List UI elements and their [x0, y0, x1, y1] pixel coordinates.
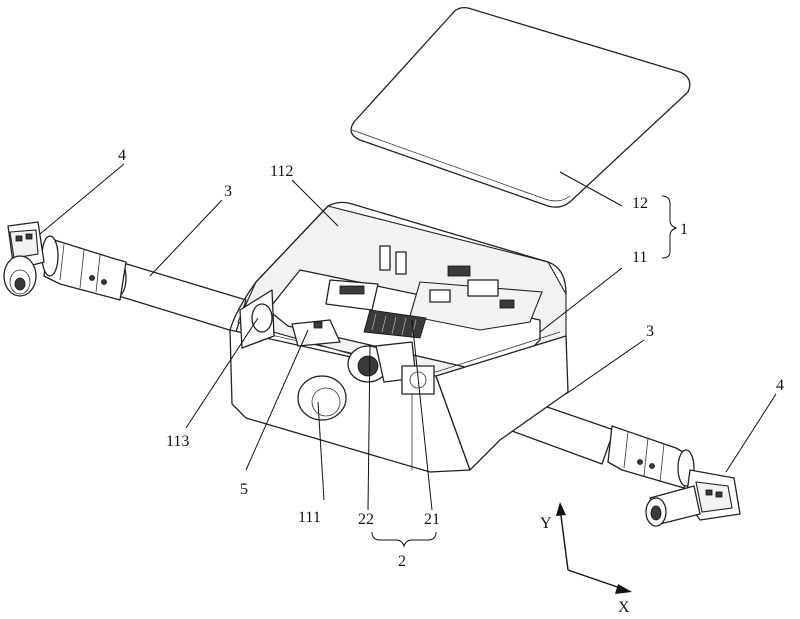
axis-label-x: X [618, 599, 630, 616]
left-clamp [42, 236, 126, 300]
label-113: 113 [166, 433, 189, 450]
label-1: 1 [680, 221, 688, 238]
coordinate-axes: Y X [540, 502, 632, 616]
right-clamp [608, 426, 694, 488]
label-2: 2 [398, 553, 406, 570]
x-arrowhead [615, 584, 632, 594]
label-3-right: 3 [646, 323, 654, 340]
label-112: 112 [270, 163, 293, 180]
left-camera [4, 222, 44, 296]
label-4-left: 4 [118, 147, 126, 164]
y-arrowhead [556, 502, 566, 516]
left-arm-tube [110, 260, 246, 332]
label-4-right: 4 [776, 377, 784, 394]
axis-label-y: Y [540, 515, 552, 532]
label-12: 12 [632, 195, 648, 212]
label-111: 111 [298, 509, 321, 526]
label-21: 21 [424, 511, 440, 528]
label-22: 22 [358, 511, 374, 528]
lid-plate [351, 8, 690, 208]
label-3-left: 3 [224, 183, 232, 200]
label-5: 5 [240, 481, 248, 498]
label-11: 11 [632, 249, 647, 266]
